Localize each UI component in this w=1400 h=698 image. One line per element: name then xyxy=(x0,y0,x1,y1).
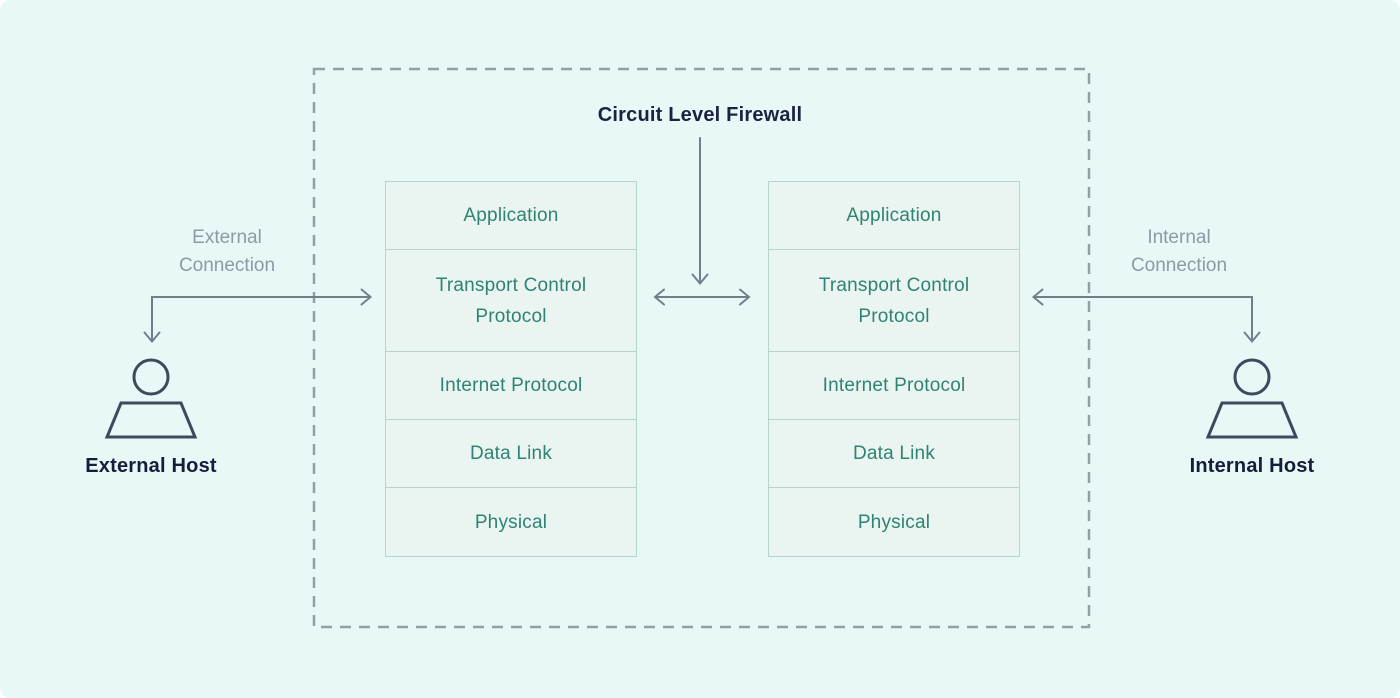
layer-internet-protocol: Internet Protocol xyxy=(769,352,1019,420)
protocol-stack-left: Application Transport Control Protocol I… xyxy=(385,181,637,557)
layer-internet-protocol: Internet Protocol xyxy=(386,352,636,420)
layer-transport-control-protocol: Transport Control Protocol xyxy=(386,250,636,352)
layer-application: Application xyxy=(386,182,636,250)
layer-physical: Physical xyxy=(474,511,548,533)
diagram-title: Circuit Level Firewall xyxy=(597,104,803,126)
internal-host-label: Internal Host xyxy=(1189,455,1315,477)
layer-application: Application xyxy=(769,182,1019,250)
layer-transport-control-protocol: Transport Control Protocol xyxy=(769,250,1019,352)
layer-data-link: Data Link xyxy=(769,420,1019,488)
external-connection-arrow xyxy=(143,288,373,344)
firewall-pointer-arrow xyxy=(691,137,709,286)
person-icon xyxy=(104,358,198,439)
stack-link-arrow xyxy=(653,288,751,306)
layer-data-link: Data Link xyxy=(386,420,636,488)
external-host-label: External Host xyxy=(85,455,217,477)
external-connection-label: External Connection xyxy=(178,227,276,276)
firewall-zone-border xyxy=(312,67,1091,629)
internal-connection-label: Internal Connection xyxy=(1130,227,1228,276)
layer-physical: Physical xyxy=(857,511,931,533)
person-icon xyxy=(1205,358,1299,439)
internal-connection-arrow xyxy=(1031,288,1261,344)
protocol-stack-right: Application Transport Control Protocol I… xyxy=(768,181,1020,557)
